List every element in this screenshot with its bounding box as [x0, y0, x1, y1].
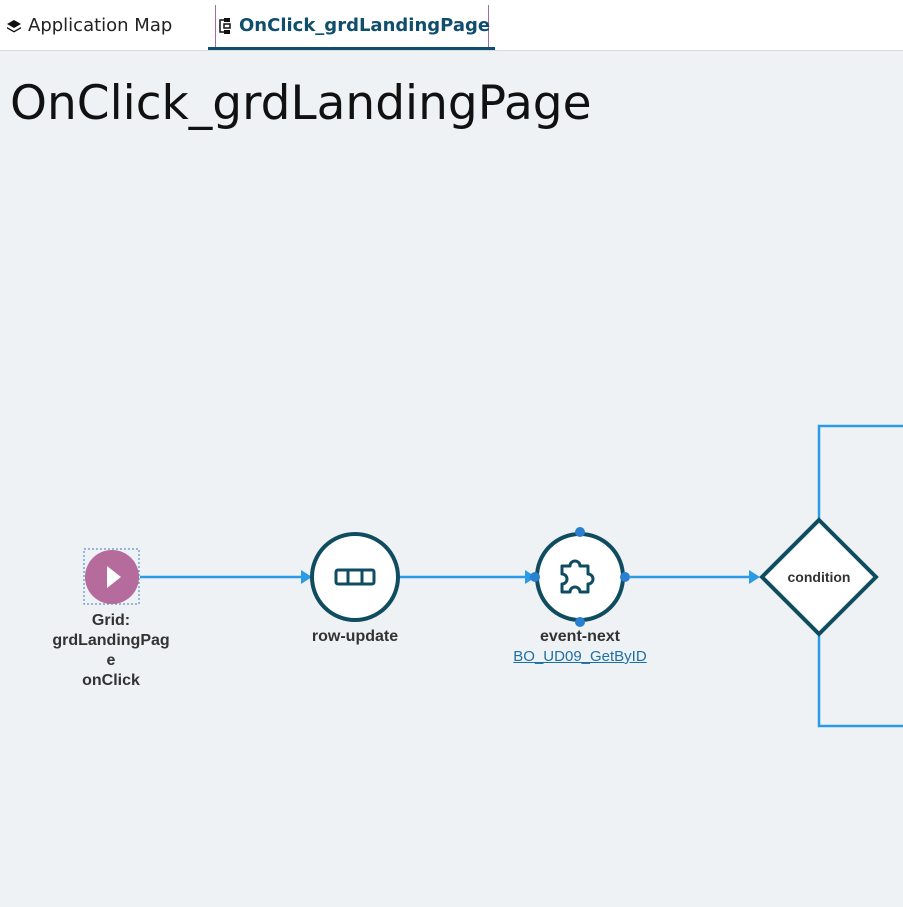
arrowhead	[301, 570, 312, 584]
layers-icon	[6, 18, 22, 34]
row-update-node[interactable]	[310, 532, 400, 622]
connection-handle-right[interactable]	[620, 572, 630, 582]
flow-icon	[218, 17, 234, 35]
page-title: OnClick_grdLandingPage	[10, 76, 592, 131]
start-label-line1: Grid:	[91, 612, 131, 629]
event-next-label-group: event-next BO_UD09_GetByID	[500, 627, 660, 667]
connection-handle-bottom[interactable]	[575, 617, 585, 627]
connector-condition-false-branch[interactable]	[817, 636, 903, 728]
condition-label: condition	[788, 569, 851, 585]
tab-bar: Application Map OnClick_grdLandingPage	[0, 0, 903, 51]
event-next-label: event-next	[539, 628, 621, 645]
start-node[interactable]	[83, 548, 140, 605]
tab-application-map[interactable]: Application Map	[6, 0, 172, 51]
event-next-node[interactable]	[530, 527, 630, 627]
connector-condition-true-branch[interactable]	[817, 424, 903, 518]
connection-handle-left[interactable]	[530, 572, 540, 582]
arrowhead	[749, 570, 760, 584]
row-update-label: row-update	[311, 628, 399, 645]
play-icon	[107, 566, 121, 588]
start-node-label: Grid: grdLandingPage onClick	[50, 611, 172, 691]
tab-active-label: OnClick_grdLandingPage	[239, 15, 491, 36]
tab-application-map-label: Application Map	[28, 15, 173, 36]
start-node-selection-box	[83, 548, 140, 605]
row-update-circle[interactable]	[310, 532, 400, 622]
tab-onclick-grdlandingpage[interactable]: OnClick_grdLandingPage	[208, 0, 495, 51]
event-next-circle[interactable]	[535, 532, 625, 622]
condition-node[interactable]: condition	[759, 517, 879, 637]
start-label-line3: onClick	[82, 672, 140, 689]
puzzle-icon	[560, 559, 595, 594]
event-next-link[interactable]: BO_UD09_GetByID	[513, 648, 647, 665]
connectors	[140, 424, 903, 728]
row-blocks-icon	[334, 568, 376, 586]
condition-diamond[interactable]	[759, 517, 879, 637]
start-label-line2: grdLandingPage	[52, 632, 170, 669]
connection-handle-top[interactable]	[575, 527, 585, 537]
